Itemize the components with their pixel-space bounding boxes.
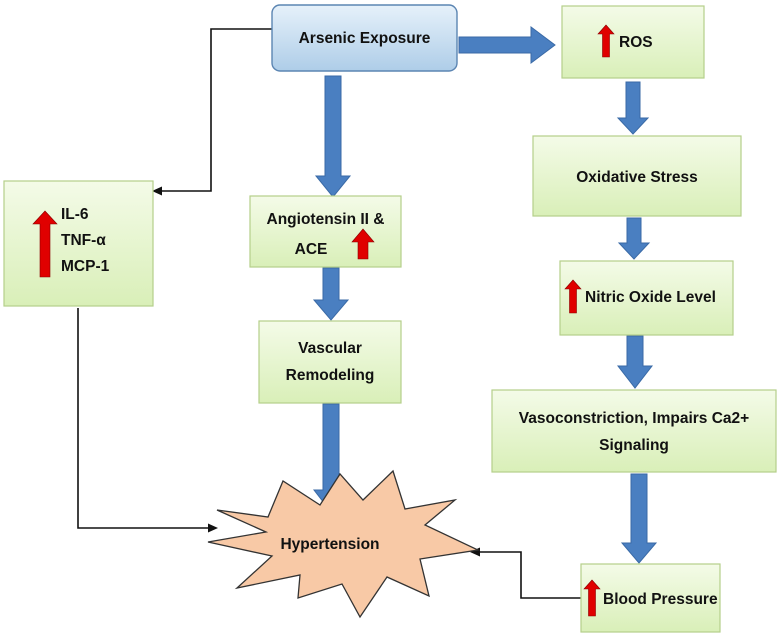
node-blood-pressure: Blood Pressure xyxy=(580,563,721,633)
increase-arrow-icon xyxy=(583,579,601,617)
hypertension-burst-shape xyxy=(207,469,481,619)
blood-pressure-label: Blood Pressure xyxy=(603,591,718,608)
flow-arrow-vasoconstriction-to-blood-pressure xyxy=(620,473,658,564)
flow-arrow-oxidative-to-nitric xyxy=(617,217,651,260)
increase-arrow-icon xyxy=(351,228,375,260)
vasoconstriction-line-1: Vasoconstriction, Impairs Ca2+ xyxy=(519,410,749,427)
flow-arrow-ros-to-oxidative xyxy=(616,81,650,135)
arsenic-exposure-label: Arsenic Exposure xyxy=(299,30,431,47)
flow-arrow-arsenic-to-ros xyxy=(458,26,556,64)
vascular-line-2: Remodeling xyxy=(286,367,375,384)
connector-arrowhead-hypertension-left xyxy=(208,523,218,533)
cytokine-il6-label: IL-6 xyxy=(61,206,89,223)
node-arsenic-exposure: Arsenic Exposure xyxy=(271,4,458,72)
nitric-oxide-label: Nitric Oxide Level xyxy=(585,289,716,306)
node-hypertension: Hypertension xyxy=(207,469,481,619)
node-cytokines: IL-6 TNF-α MCP-1 xyxy=(3,180,154,307)
node-nitric-oxide: Nitric Oxide Level xyxy=(559,260,734,336)
oxidative-stress-label: Oxidative Stress xyxy=(576,169,697,186)
ros-label: ROS xyxy=(619,34,653,51)
flow-arrow-angiotensin-to-vascular xyxy=(312,267,350,321)
angiotensin-line-1: Angiotensin II & xyxy=(267,211,385,228)
increase-arrow-icon xyxy=(597,24,615,58)
connector-arsenic-to-cytokines xyxy=(160,28,272,192)
hypertension-label: Hypertension xyxy=(280,536,379,553)
increase-arrow-icon xyxy=(564,279,582,314)
connector-cytokines-to-hypertension xyxy=(77,308,210,529)
connector-arrowhead-cytokines xyxy=(152,186,162,196)
node-angiotensin: Angiotensin II & ACE xyxy=(249,195,402,268)
node-oxidative-stress: Oxidative Stress xyxy=(532,135,742,217)
node-vascular-remodeling: Vascular Remodeling xyxy=(258,320,402,404)
flow-arrows xyxy=(312,26,658,564)
node-vasoconstriction: Vasoconstriction, Impairs Ca2+ Signaling xyxy=(491,389,777,473)
vascular-line-1: Vascular xyxy=(298,340,362,357)
cytokine-mcp1-label: MCP-1 xyxy=(61,258,110,275)
vasoconstriction-line-2: Signaling xyxy=(599,437,669,454)
increase-arrow-icon xyxy=(32,210,58,278)
flow-arrow-nitric-to-vasoconstriction xyxy=(616,335,654,389)
node-ros: ROS xyxy=(561,5,705,79)
flow-arrow-arsenic-to-angiotensin xyxy=(314,75,352,198)
connector-blood-pressure-to-hypertension xyxy=(478,551,581,599)
angiotensin-line-2: ACE xyxy=(295,241,328,258)
cytokine-tnf-alpha-label: TNF-α xyxy=(61,232,106,249)
